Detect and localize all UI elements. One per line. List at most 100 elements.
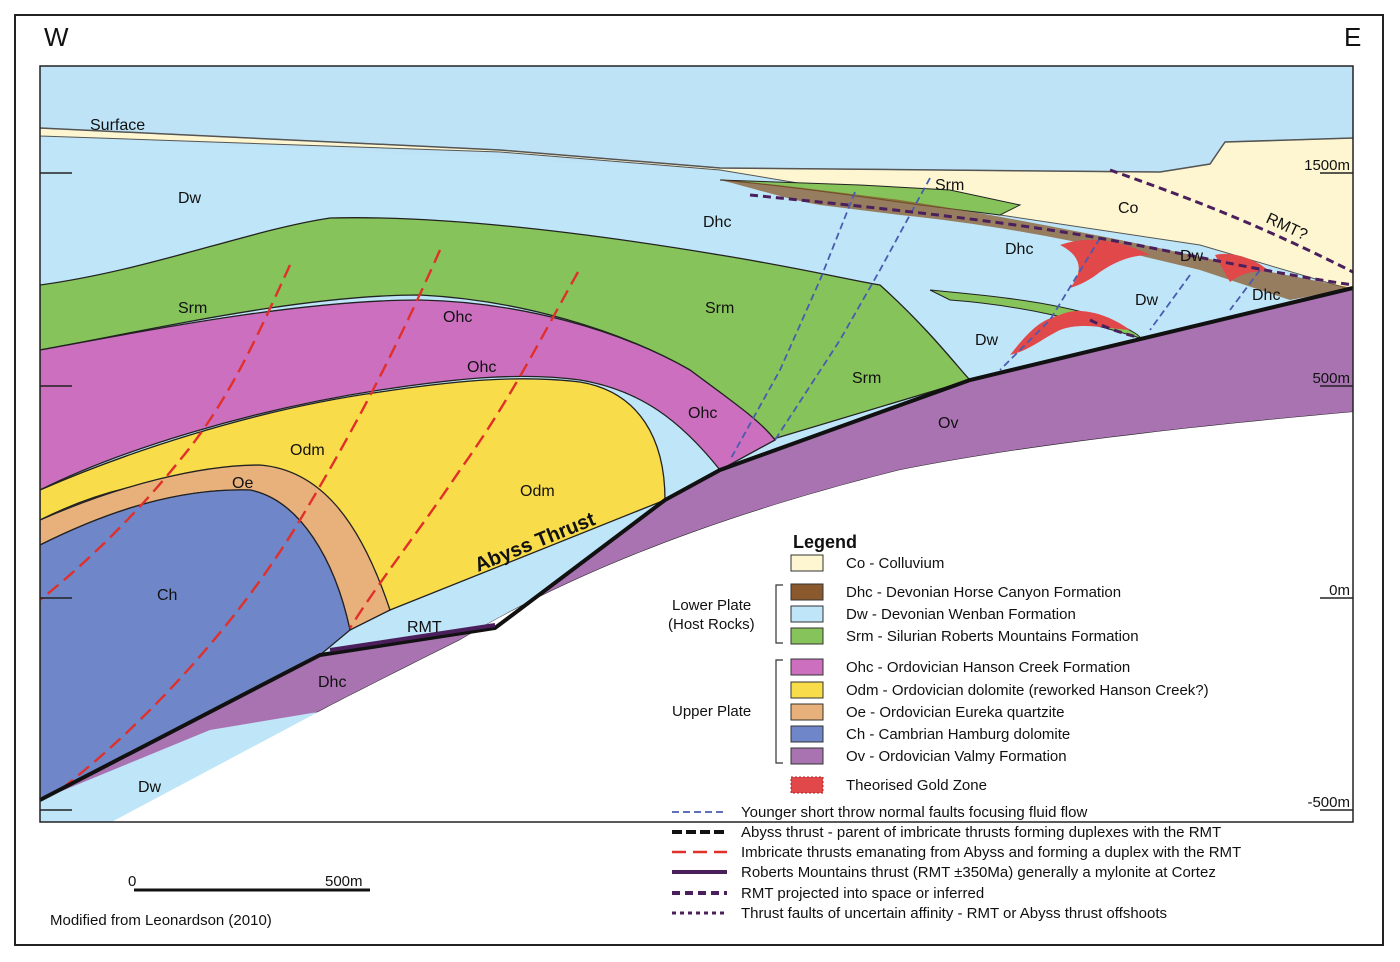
- lower-plate-bracket: [775, 584, 783, 644]
- legend-line-text-2: Abyss thrust - parent of imbricate thrus…: [741, 824, 1221, 841]
- section-border: [39, 65, 1354, 823]
- rmt-line: [329, 623, 496, 652]
- geology-body: [40, 66, 1353, 822]
- label-ohc-2: Ohc: [467, 359, 496, 376]
- legend-line-text-6: Thrust faults of uncertain affinity - RM…: [741, 905, 1167, 922]
- label-oe: Oe: [232, 475, 253, 492]
- legend-swatch-srm: [790, 627, 824, 645]
- legend-line-text-4: Roberts Mountains thrust (RMT ±350Ma) ge…: [741, 864, 1216, 881]
- scale-bar: 0 500m: [128, 873, 370, 892]
- gold-zone-1: [1010, 310, 1130, 355]
- label-ch: Ch: [157, 587, 177, 604]
- figure-frame: [14, 14, 1384, 946]
- legend-text-ov: Ov - Ordovician Valmy Formation: [846, 748, 1067, 765]
- label-rmt: RMT: [407, 619, 442, 636]
- label-dw-1: Dw: [178, 190, 202, 207]
- label-srm-4: Srm: [935, 177, 964, 194]
- elev-500: 500m: [1312, 370, 1350, 387]
- legend-swatch-dhc: [790, 583, 824, 601]
- imbricate-thrust-1: [39, 264, 292, 601]
- legend-text-odm: Odm - Ordovician dolomite (reworked Hans…: [846, 682, 1209, 699]
- label-dw-4: Dw: [975, 332, 999, 349]
- rmt-q-line: [1109, 168, 1354, 274]
- elevation-labels: 1500m 500m 0m -500m: [1304, 157, 1350, 811]
- legend-lines: Younger short throw normal faults focusi…: [672, 804, 1241, 922]
- legend: Legend Lower Plate (Host Rocks) Upper Pl…: [668, 532, 1241, 922]
- label-co: Co: [1118, 200, 1139, 217]
- legend-text-ch: Ch - Cambrian Hamburg dolomite: [846, 726, 1070, 743]
- normal-fault-4: [1149, 274, 1191, 331]
- elev-0: 0m: [1329, 582, 1350, 599]
- legend-text-srm: Srm - Silurian Roberts Mountains Formati…: [846, 628, 1139, 645]
- rmt-projected: [749, 193, 1354, 287]
- legend-text-ohc: Ohc - Ordovician Hanson Creek Formation: [846, 659, 1130, 676]
- ground-surface: [40, 127, 1353, 173]
- legend-swatch-ohc: [790, 658, 824, 676]
- label-ohc-3: Ohc: [688, 405, 717, 422]
- legend-lower-plate: Lower Plate: [672, 597, 751, 614]
- legend-text-oe: Oe - Ordovician Eureka quartzite: [846, 704, 1064, 721]
- legend-swatch-oe: [790, 703, 824, 721]
- legend-title: Legend: [793, 532, 857, 552]
- dhc-lens-upper: [720, 180, 1353, 300]
- legend-upper-plate: Upper Plate: [672, 703, 751, 720]
- upper-plate-bracket: [775, 659, 783, 764]
- west-label: W: [44, 22, 69, 52]
- label-surface: Surface: [90, 117, 145, 134]
- legend-swatch-gold: [790, 776, 824, 794]
- legend-swatch-dw: [790, 605, 824, 623]
- label-dhc-2: Dhc: [1005, 241, 1033, 258]
- thrust-uncertain: [1089, 318, 1141, 340]
- east-label: E: [1344, 22, 1362, 52]
- legend-text-dw: Dw - Devonian Wenban Formation: [846, 606, 1076, 623]
- label-dhc-lower: Dhc: [318, 674, 346, 691]
- normal-fault-3: [999, 237, 1101, 371]
- legend-text-dhc: Dhc - Devonian Horse Canyon Formation: [846, 584, 1121, 601]
- dw-lower-unit: [40, 712, 318, 822]
- label-srm-2: Srm: [705, 300, 734, 317]
- elev-1500: 1500m: [1304, 157, 1350, 174]
- legend-brackets: [775, 584, 783, 764]
- scale-bar-start: 0: [128, 873, 136, 890]
- elev-neg500: -500m: [1307, 794, 1350, 811]
- legend-line-text-1: Younger short throw normal faults focusi…: [741, 804, 1087, 821]
- normal-faults: [729, 177, 1261, 461]
- label-ohc-1: Ohc: [443, 309, 472, 326]
- legend-line-text-5: RMT projected into space or inferred: [741, 885, 984, 902]
- label-dhc-1: Dhc: [703, 214, 731, 231]
- blank-lower: [40, 412, 1353, 822]
- rmt-inferred: [749, 168, 1354, 340]
- label-srm-3: Srm: [852, 370, 881, 387]
- imbricate-thrust-2: [59, 249, 442, 791]
- legend-group-labels: Lower Plate (Host Rocks) Upper Plate: [668, 597, 755, 720]
- normal-fault-5: [1229, 269, 1261, 311]
- scale-bar-end: 500m: [325, 873, 363, 890]
- label-odm-1: Odm: [290, 442, 325, 459]
- gold-zone-2: [1060, 239, 1150, 288]
- legend-host-rocks: (Host Rocks): [668, 616, 755, 633]
- srm-lens-lower: [929, 289, 1141, 339]
- label-dw-2: Dw: [1180, 248, 1204, 265]
- legend-swatch-ch: [790, 725, 824, 743]
- legend-text-co: Co - Colluvium: [846, 555, 944, 572]
- abyss-thrust-line: [39, 286, 1354, 802]
- gold-zone-3: [1215, 253, 1270, 282]
- imbricate-thrusts: [39, 249, 580, 791]
- elevation-ticks: [40, 172, 1353, 811]
- legend-text-gold: Theorised Gold Zone: [846, 777, 987, 794]
- imbricate-thrust-3: [348, 271, 580, 629]
- ch-unit: [40, 489, 351, 801]
- label-odm-2: Odm: [520, 483, 555, 500]
- legend-swatch-co: [790, 554, 824, 572]
- figure-credit: Modified from Leonardson (2010): [50, 912, 272, 929]
- label-srm-1: Srm: [178, 300, 207, 317]
- legend-line-text-3: Imbricate thrusts emanating from Abyss a…: [741, 844, 1241, 861]
- label-dhc-3: Dhc: [1252, 287, 1280, 304]
- legend-swatch-odm: [790, 681, 824, 699]
- legend-swatch-ov: [790, 747, 824, 765]
- normal-fault-2: [774, 177, 931, 441]
- normal-fault-1: [729, 191, 856, 461]
- label-ov: Ov: [938, 415, 958, 432]
